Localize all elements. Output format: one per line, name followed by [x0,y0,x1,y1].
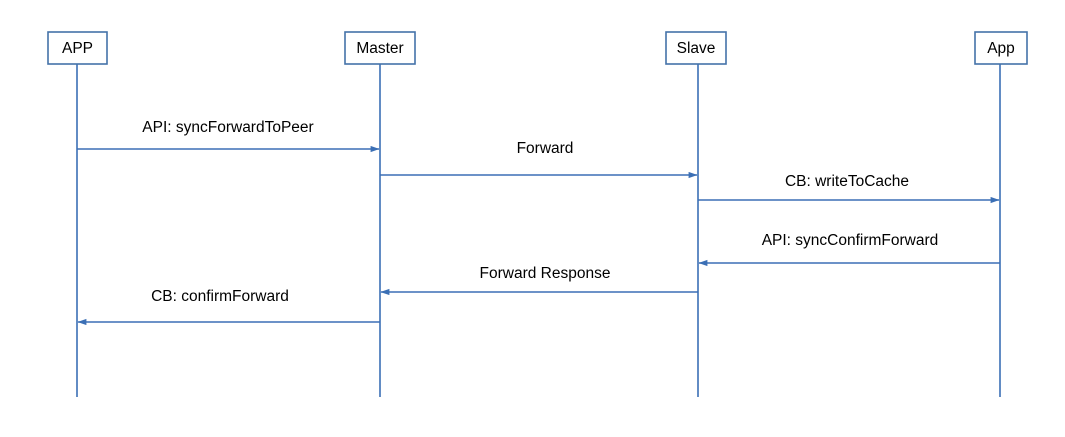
message-label-m2: Forward [517,140,574,157]
message-label-m3: CB: writeToCache [785,173,909,190]
message-label-m4: API: syncConfirmForward [762,232,939,249]
participant-label-app_right: App [987,40,1015,57]
participant-app_right[interactable]: App [974,31,1028,65]
participant-label-slave: Slave [677,40,716,57]
participant-box-app_left[interactable] [47,31,108,65]
message-label-m5: Forward Response [480,265,611,282]
participant-label-master: Master [356,40,403,57]
message-label-m6: CB: confirmForward [151,288,289,305]
participant-box-master[interactable] [344,31,416,65]
participant-slave[interactable]: Slave [665,31,727,65]
participant-box-app_right[interactable] [974,31,1028,65]
message-m4[interactable]: API: syncConfirmForward [698,232,1000,267]
message-m3[interactable]: CB: writeToCache [698,173,1000,204]
message-m5[interactable]: Forward Response [380,265,698,296]
participant-master[interactable]: Master [344,31,416,65]
participant-label-app_left: APP [62,40,93,57]
message-m6[interactable]: CB: confirmForward [77,288,380,326]
message-m1[interactable]: API: syncForwardToPeer [77,119,380,153]
participant-boxes-layer: APP Master Slave App [47,31,1028,65]
message-m2[interactable]: Forward [380,140,698,179]
participant-box-slave[interactable] [665,31,727,65]
lifelines-layer [76,64,1001,397]
participant-app_left[interactable]: APP [47,31,108,65]
message-label-m1: API: syncForwardToPeer [142,119,313,136]
